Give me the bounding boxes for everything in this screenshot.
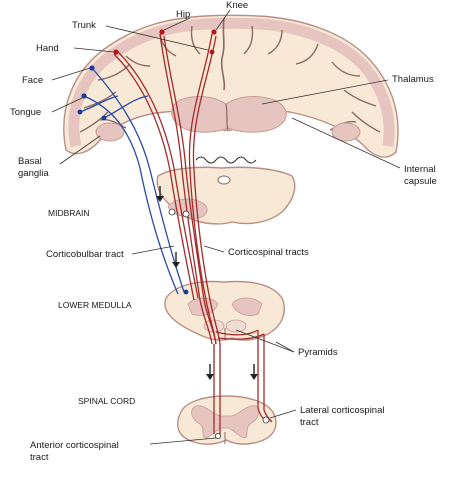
leader-trunk: [105, 25, 209, 51]
tract-bulbar-extra2: [79, 95, 119, 113]
label-leaders: [51, 9, 401, 445]
label-knee: Knee: [226, 0, 248, 11]
arrow-down-icon: [206, 364, 214, 380]
bulbar-origin-dot-3: [101, 115, 107, 121]
lower-medulla-section: [164, 280, 286, 341]
arrow-down-icon: [250, 364, 258, 380]
lateral-tract-descent-b: [263, 334, 273, 423]
label-lower-medulla: LOWER MEDULLA: [58, 300, 132, 310]
knee-origin-dot: [211, 29, 217, 35]
label-basal-ganglia-1: Basal: [18, 156, 42, 167]
spinal-anterior-dot: [214, 432, 221, 439]
tract-knee: [188, 33, 217, 345]
leader-corticospinal: [203, 245, 225, 253]
leader-lateral: [269, 409, 297, 419]
label-tongue: Tongue: [10, 107, 41, 118]
leader-knee: [215, 9, 231, 31]
label-internal-capsule-2: capsule: [404, 176, 437, 187]
labels: Knee Hip Trunk Hand Face Tongue Basal ga…: [10, 0, 437, 463]
leader-pyramids-1: [235, 329, 295, 353]
leader-internal-capsule: [291, 117, 401, 169]
tract-hand-b: [117, 51, 199, 299]
label-basal-ganglia-2: ganglia: [18, 168, 49, 179]
label-anterior-corticospinal-1: Anterior corticospinal: [30, 440, 119, 451]
decussation-crossing: [215, 329, 259, 336]
arrow-down-icon: [156, 186, 164, 202]
label-internal-capsule-1: Internal: [404, 164, 436, 175]
spinal-lateral-dot: [262, 416, 270, 424]
decussation-crossing-b: [217, 333, 265, 340]
corticospinal-tract-lines: [113, 33, 273, 434]
label-face: Face: [22, 75, 43, 86]
label-hip: Hip: [176, 9, 190, 20]
tract-bulbar-extra: [103, 95, 149, 119]
label-midbrain: MIDBRAIN: [48, 208, 90, 218]
tongue-origin-dot: [81, 93, 87, 99]
tract-hand: [113, 53, 195, 301]
spinal-gray-matter: [191, 405, 260, 439]
label-lateral-corticospinal-2: tract: [300, 417, 319, 428]
leader-corticobulbar: [131, 245, 175, 255]
spinal-cord-section: [176, 395, 277, 445]
tract-hip-b: [163, 35, 217, 345]
origin-dots: [77, 29, 270, 439]
hip-origin-dot: [159, 29, 165, 35]
label-corticobulbar-tract: Corticobulbar tract: [46, 249, 124, 260]
medulla-outline: [164, 280, 286, 341]
tract-face: [91, 67, 185, 293]
basal-ganglia-left: [95, 122, 125, 142]
label-trunk: Trunk: [72, 20, 96, 31]
basal-ganglia-right: [331, 122, 361, 142]
medulla-bulbar-dot: [183, 289, 189, 295]
leader-tongue: [51, 97, 83, 113]
label-corticospinal-tracts: Corticospinal tracts: [228, 247, 309, 258]
cerebrum-section: [63, 14, 399, 158]
medulla-gray-right: [231, 297, 263, 316]
third-ventricle: [225, 103, 229, 131]
pyramid-right: [225, 319, 247, 333]
hand-origin-dot: [113, 49, 119, 55]
tongue-origin-dot-2: [77, 109, 83, 115]
leader-face: [51, 67, 91, 81]
midbrain-dot-right: [182, 210, 190, 218]
face-origin-dot: [89, 65, 95, 71]
label-thalamus: Thalamus: [392, 74, 434, 85]
leader-anterior: [149, 437, 217, 445]
midbrain-dot-left: [168, 208, 176, 216]
longitudinal-fissure: [220, 17, 226, 91]
label-pyramids: Pyramids: [298, 347, 338, 358]
corticobulbar-tract-lines: [79, 67, 185, 295]
label-hand: Hand: [36, 43, 59, 54]
label-spinal-cord: SPINAL CORD: [78, 396, 135, 406]
trunk-origin-dot: [209, 49, 215, 55]
descending-arrows: [156, 186, 258, 380]
leader-thalamus: [261, 79, 389, 105]
arrow-down-icon: [172, 252, 180, 268]
leader-hip: [163, 17, 191, 31]
leader-pyramids-2: [275, 341, 295, 353]
section-divider-wave: [195, 156, 257, 164]
leader-hand: [73, 47, 115, 53]
thalamus-shape: [171, 96, 287, 133]
leader-basal-ganglia: [59, 135, 101, 165]
cerebral-aqueduct: [217, 175, 231, 185]
label-lateral-corticospinal-1: Lateral corticospinal: [300, 405, 385, 416]
tract-knee-b: [192, 35, 221, 345]
label-anterior-corticospinal-2: tract: [30, 452, 49, 463]
tract-tongue: [83, 95, 179, 295]
cortex-band: [68, 17, 395, 148]
